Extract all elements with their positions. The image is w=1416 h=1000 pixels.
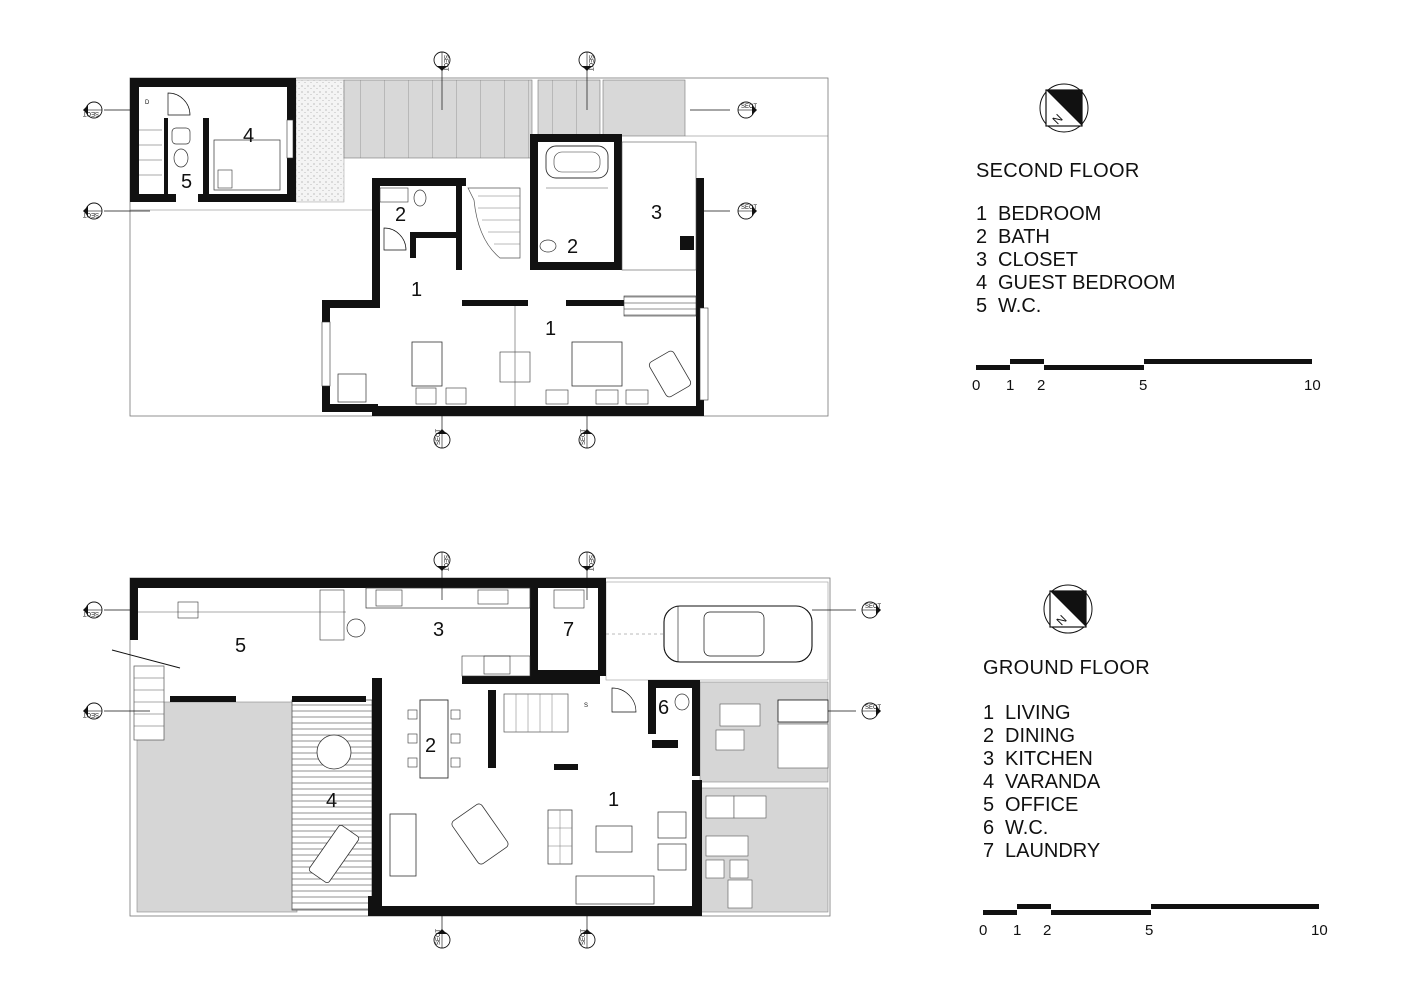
gf-scale-tick-1: 1 (1013, 922, 1021, 939)
gf-label-6: 6 (658, 697, 669, 719)
sf-label-1b: 1 (545, 318, 556, 340)
gf-section-b-top (578, 551, 596, 572)
sf-scale-tick-1: 1 (1006, 377, 1014, 394)
sf-label-1a: 1 (411, 279, 422, 301)
gf-section-d-right (861, 601, 882, 619)
gf-scale-tick-0: 0 (979, 922, 987, 939)
ground-floor-walls (130, 578, 702, 916)
gf-label-1: 1 (608, 789, 619, 811)
sf-label-5: 5 (181, 171, 192, 193)
north-arrow-second-floor: N (1039, 83, 1089, 133)
sf-label-2b: 2 (567, 236, 578, 258)
sf-section-d-left (82, 101, 103, 119)
gf-scale-tick-10: 10 (1311, 922, 1328, 939)
sf-section-b-bottom (578, 428, 596, 449)
scale-bar-ground-floor: 0 1 2 5 10 (979, 904, 1328, 939)
gf-label-2: 2 (425, 735, 436, 757)
gf-section-a-top (433, 551, 451, 572)
gf-section-b-bottom (578, 928, 596, 949)
gf-section-c-right (861, 702, 882, 720)
sf-section-a-bottom (433, 428, 451, 449)
sf-section-a-top (433, 51, 451, 72)
gf-label-7: 7 (563, 619, 574, 641)
north-arrow-ground-floor: N (1043, 584, 1093, 634)
sf-label-4: 4 (243, 125, 254, 147)
sf-scale-tick-10: 10 (1304, 377, 1321, 394)
sf-label-2a: 2 (395, 204, 406, 226)
sf-door-d: D (145, 100, 150, 106)
gf-label-5: 5 (235, 635, 246, 657)
sf-scale-tick-0: 0 (972, 377, 980, 394)
second-floor-title: SECOND FLOOR (976, 160, 1140, 182)
gf-scale-tick-2: 2 (1043, 922, 1051, 939)
sf-scale-tick-2: 2 (1037, 377, 1045, 394)
roof-gravel (295, 79, 345, 203)
gf-section-c-left (82, 702, 103, 720)
sf-section-c-left (82, 202, 103, 220)
sf-label-3: 3 (651, 202, 662, 224)
sf-scale-tick-5: 5 (1139, 377, 1147, 394)
ground-floor-plan: 5 3 7 6 2 4 1 S (82, 551, 882, 949)
gf-scale-tick-5: 5 (1145, 922, 1153, 939)
ground-floor-title: GROUND FLOOR (983, 657, 1150, 679)
main-block-walls (322, 134, 704, 416)
gf-label-3: 3 (433, 619, 444, 641)
sf-section-b-top (578, 51, 596, 72)
gf-section-d-left (82, 601, 103, 619)
scale-bar-second-floor: 0 1 2 5 10 (972, 359, 1321, 394)
second-floor-plan: 4 5 2 2 3 1 1 D (82, 51, 829, 449)
gf-label-4: 4 (326, 790, 337, 812)
gf-section-a-bottom (433, 928, 451, 949)
gf-stair-s: S (584, 703, 588, 709)
roof-panels (343, 79, 533, 159)
